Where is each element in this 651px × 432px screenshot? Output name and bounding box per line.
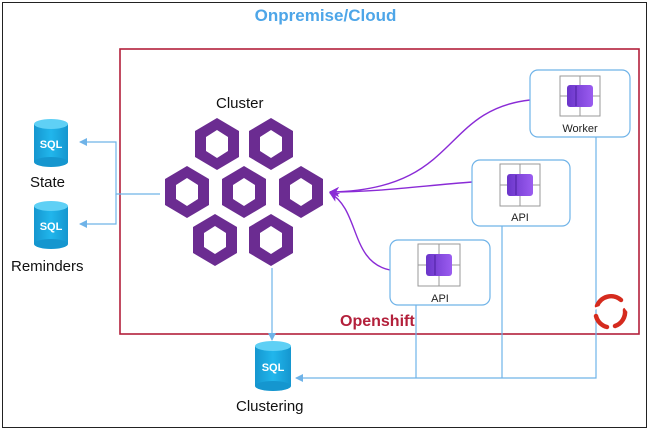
cluster-node-hexagon (165, 166, 209, 218)
openshift-label: Openshift (340, 313, 415, 330)
grain-service-icon (499, 163, 541, 207)
cluster-to-storage-connectors (79, 137, 597, 382)
grain-call-connectors (329, 99, 531, 271)
openshift-logo-icon (593, 294, 629, 330)
cluster-node-hexagon (249, 214, 293, 266)
diagram-title: Onpremise/Cloud (254, 6, 397, 25)
cluster-node-hexagon (193, 214, 237, 266)
service-label: API (431, 293, 449, 305)
sql-badge: SQL (40, 221, 63, 233)
api-service-node: API (389, 239, 491, 306)
cluster-node-hexagon (195, 118, 239, 170)
reminders-db-label: Reminders (11, 258, 84, 275)
service-label: Worker (562, 123, 598, 135)
cluster-node-hexagon (249, 118, 293, 170)
cluster-node-hexagon (222, 166, 266, 218)
sql-badge: SQL (40, 139, 63, 151)
sql-database-icon: SQL (34, 119, 68, 167)
sql-badge: SQL (262, 362, 285, 374)
grain-service-icon (417, 243, 461, 287)
sql-database-icon: SQL (255, 341, 291, 391)
api-service-node: API (471, 159, 571, 227)
state-db-label: State (30, 174, 66, 191)
sql-database-icon: SQL (34, 201, 68, 249)
diagram-frame (2, 2, 647, 428)
clustering-db-label: Clustering (236, 398, 304, 415)
worker-service-node: Worker (529, 69, 631, 138)
orleans-cluster-icon (165, 118, 323, 266)
openshift-platform-box (119, 48, 640, 335)
grain-service-icon (559, 75, 601, 117)
service-label: API (511, 212, 529, 224)
cluster-label: Cluster (216, 95, 264, 112)
cluster-node-hexagon (279, 166, 323, 218)
